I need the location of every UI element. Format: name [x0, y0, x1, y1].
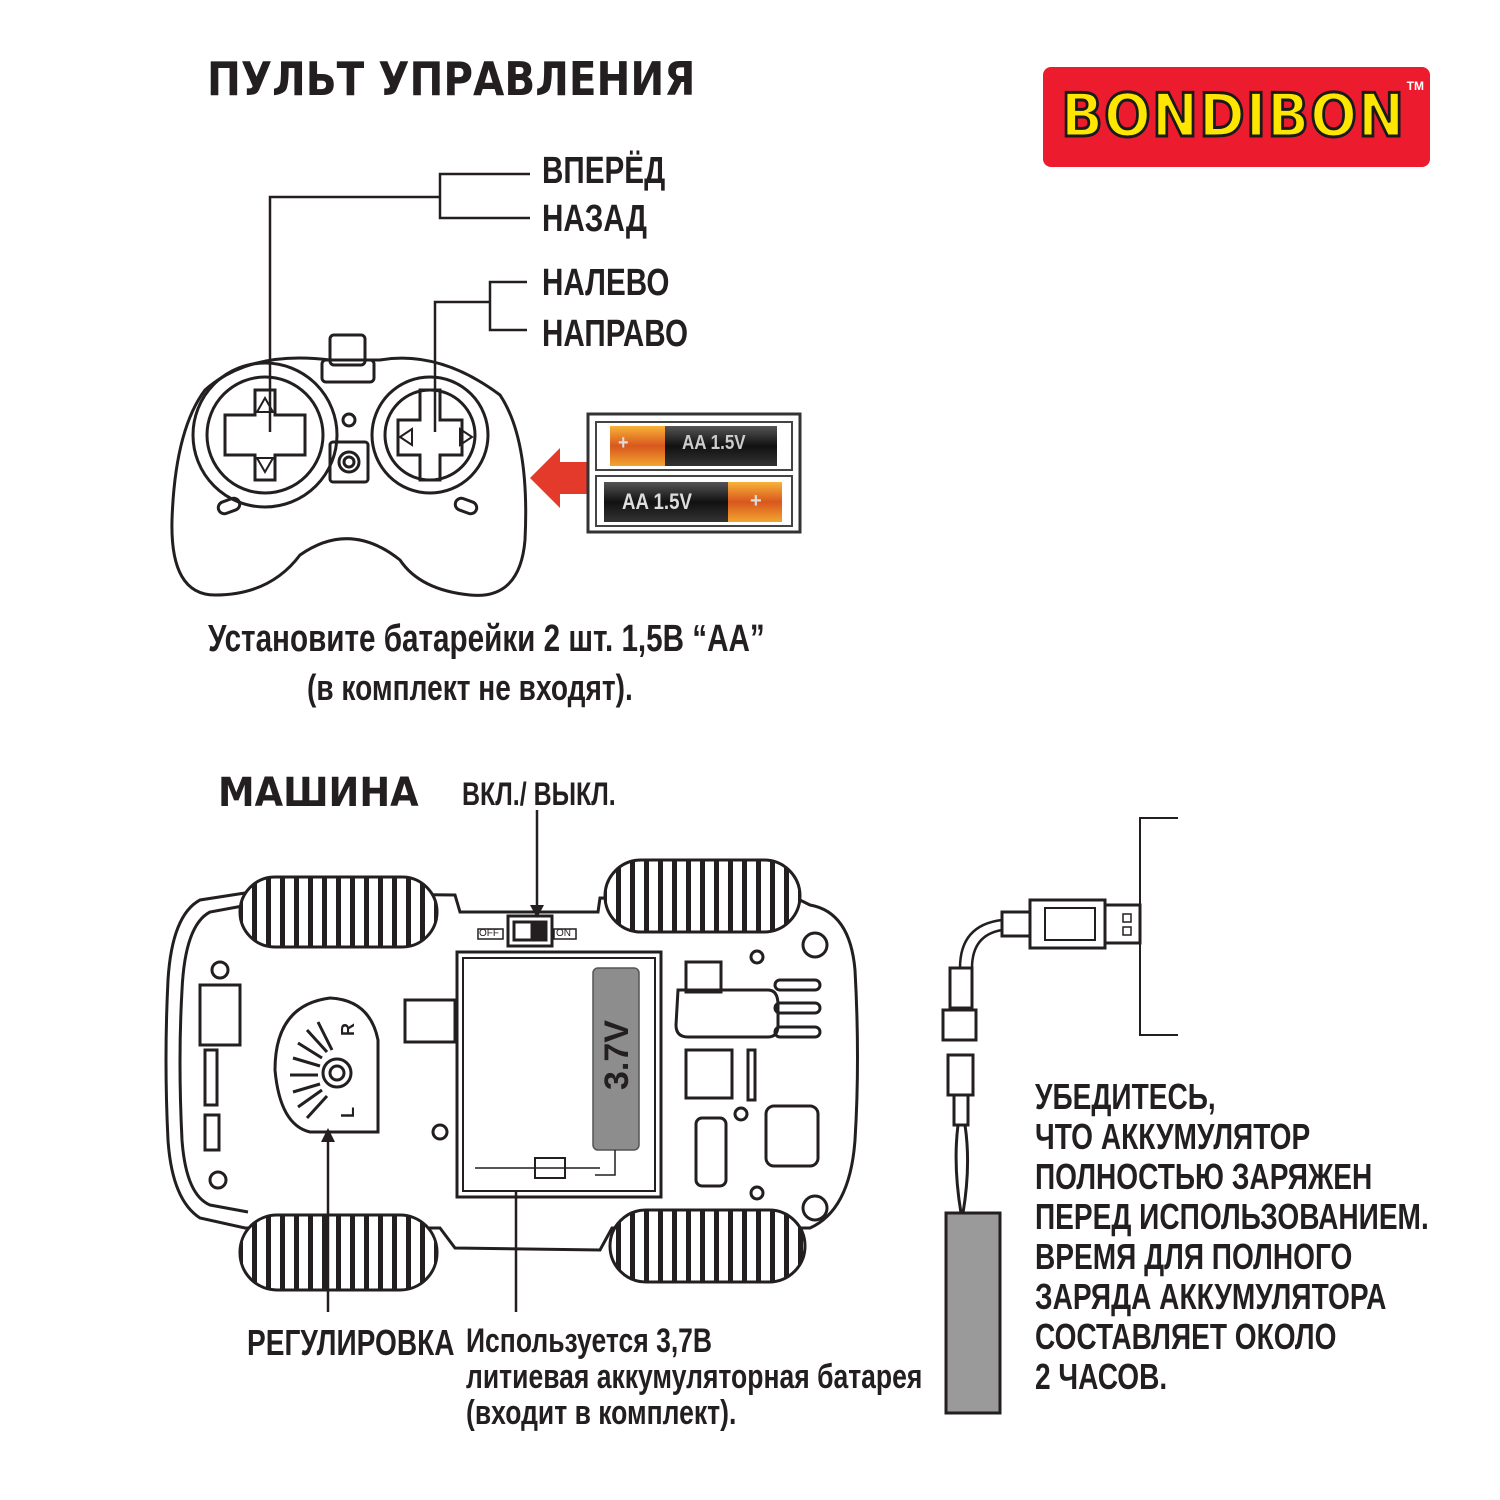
charging-note-line: ЧТО АККУМУЛЯТОР	[1035, 1116, 1311, 1157]
car-chassis-drawing	[164, 810, 859, 1312]
label-backward: НАЗАД	[542, 198, 648, 240]
battery-info-line1: Используется 3,7В	[466, 1322, 713, 1360]
battery-holder	[586, 412, 802, 534]
adjust-label: РЕГУЛИРОВКА	[247, 1322, 455, 1363]
charging-note-line: ЗАРЯДА АККУМУЛЯТОРА	[1035, 1276, 1387, 1317]
insert-arrow-icon	[530, 448, 588, 508]
battery-info-line2: литиевая аккумуляторная батарея	[466, 1358, 923, 1396]
dial-right-label: R	[338, 1023, 358, 1036]
car-battery-voltage: 3.7V	[598, 1020, 636, 1090]
battery-plus-1: +	[618, 432, 629, 454]
label-left: НАЛЕВО	[542, 262, 670, 304]
label-right: НАПРАВО	[542, 313, 689, 355]
car-title: МАШИНА	[218, 770, 419, 816]
dial-left-label: L	[338, 1107, 358, 1118]
label-forward: ВПЕРЁД	[542, 150, 666, 192]
trademark: TM	[1406, 79, 1424, 93]
battery-label-1: AA 1.5V	[682, 432, 746, 454]
battery-label-2: AA 1.5V	[622, 489, 692, 514]
switch-on-label: ON	[556, 928, 571, 939]
brand-logo: BONDIBON TM	[1043, 67, 1430, 167]
switch-off-label: OFF	[479, 928, 499, 939]
charging-note-line: СОСТАВЛЯЕТ ОКОЛО	[1035, 1316, 1337, 1357]
battery-info-line3: (входит в комплект).	[466, 1394, 737, 1432]
charging-note-line: УБЕДИТЕСЬ,	[1035, 1076, 1216, 1117]
usb-charging-cable-drawing	[941, 817, 1178, 1415]
battery-caption-line2: (в комплект не входят).	[307, 667, 633, 708]
switch-label: ВКЛ./ ВЫКЛ.	[462, 776, 616, 812]
charging-note-line: 2 ЧАСОВ.	[1035, 1356, 1168, 1397]
remote-title: ПУЛЬТ УПРАВЛЕНИЯ	[207, 52, 696, 106]
charging-note-line: ПЕРЕД ИСПОЛЬЗОВАНИЕМ.	[1035, 1196, 1429, 1237]
brand-name: BONDIBON	[1060, 80, 1406, 153]
battery-plus-2: +	[750, 490, 762, 512]
charging-note-line: ПОЛНОСТЬЮ ЗАРЯЖЕН	[1035, 1156, 1373, 1197]
battery-caption-line1: Установите батарейки 2 шт. 1,5В “AA”	[208, 618, 765, 660]
charging-note-line: ВРЕМЯ ДЛЯ ПОЛНОГО	[1035, 1236, 1353, 1277]
remote-control-drawing	[170, 172, 530, 597]
